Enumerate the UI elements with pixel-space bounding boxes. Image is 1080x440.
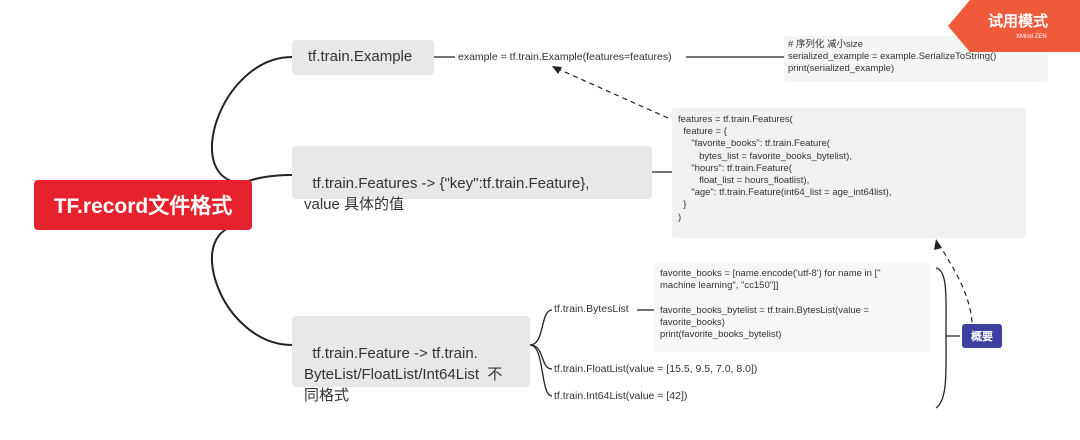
int64-list-leaf[interactable]: tf.train.Int64List(value = [42]) bbox=[554, 390, 688, 402]
float-list-leaf[interactable]: tf.train.FloatList(value = [15.5, 9.5, 7… bbox=[554, 363, 758, 375]
root-topic[interactable]: TF.record文件格式 bbox=[34, 180, 252, 230]
branch-feature-label: tf.train.Feature -> tf.train. ByteList/F… bbox=[304, 345, 503, 404]
example-code-leaf[interactable]: example = tf.train.Example(features=feat… bbox=[458, 51, 672, 63]
connector-root-example bbox=[210, 56, 293, 184]
connector-feature-int64 bbox=[529, 344, 553, 397]
dashed-relation-features-example bbox=[555, 67, 669, 119]
bytes-code-box[interactable]: favorite_books = [name.encode('utf-8') f… bbox=[654, 262, 930, 352]
branch-tf-train-features[interactable]: tf.train.Features -> {"key":tf.train.Fea… bbox=[292, 146, 652, 213]
summary-badge[interactable]: 概要 bbox=[962, 324, 1002, 348]
arrowhead-example bbox=[552, 66, 562, 74]
branch-features-label: tf.train.Features -> {"key":tf.train.Fea… bbox=[304, 175, 590, 213]
branch-tf-train-feature[interactable]: tf.train.Feature -> tf.train. ByteList/F… bbox=[292, 316, 530, 404]
arrowhead-features bbox=[934, 239, 942, 250]
dashed-relation-summary-features bbox=[937, 242, 973, 323]
trial-mode-watermark: 试用模式 XMind ZEN bbox=[948, 0, 1080, 52]
summary-brace bbox=[935, 267, 947, 409]
branch-tf-train-example[interactable]: tf.train.Example bbox=[292, 40, 434, 75]
connector-feature-bytes bbox=[529, 309, 553, 346]
connector-root-feature bbox=[210, 224, 293, 346]
trial-mode-brand: XMind ZEN bbox=[1016, 34, 1047, 40]
branch-example-label: tf.train.Example bbox=[308, 48, 413, 65]
bytes-list-leaf[interactable]: tf.train.BytesList bbox=[554, 303, 629, 315]
trial-ribbon-shape bbox=[948, 0, 1080, 52]
features-code-box[interactable]: features = tf.train.Features( feature = … bbox=[672, 108, 1026, 238]
trial-mode-label: 试用模式 bbox=[988, 13, 1049, 30]
